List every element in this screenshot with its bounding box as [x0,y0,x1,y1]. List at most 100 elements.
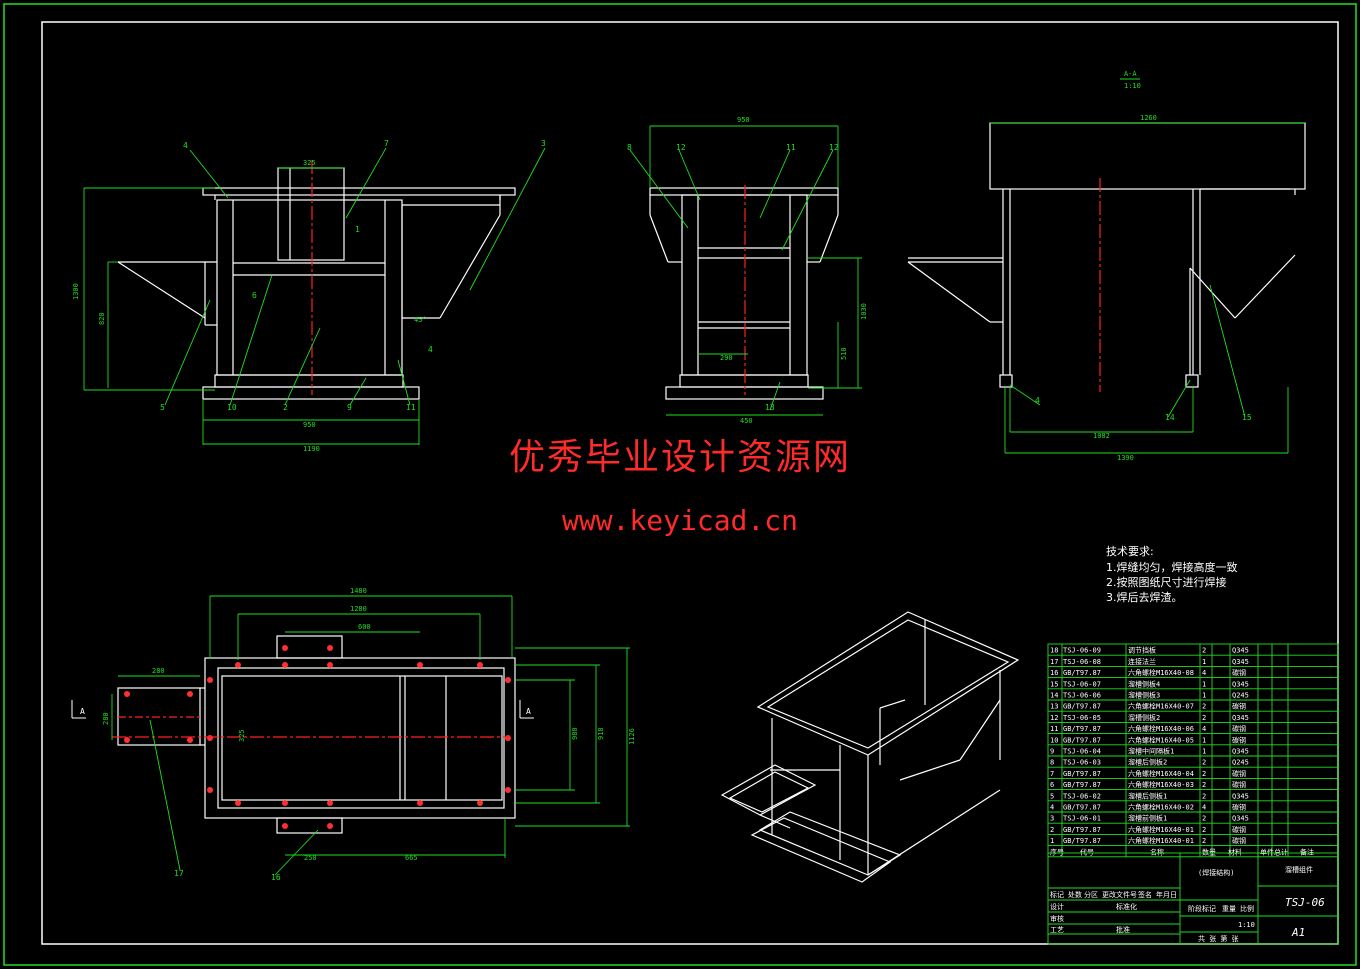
title-zone: 分区 [1084,890,1098,899]
plan-view [117,635,516,834]
parts-row-1-mat: 碳钢 [1232,836,1246,845]
title-drawing-no: TSJ-06 [1285,896,1325,909]
plan-dim-mid: 600 [358,623,371,631]
plan-dim-bottom-left: 250 [304,854,317,862]
parts-row-16-name: 六角螺栓M16X40-08 [1128,668,1194,677]
title-pages: 共 张 第 张 [1198,934,1239,943]
balloon-front-balloons-6: 9 [347,403,352,412]
plan-dim-h4: 325 [238,729,246,742]
parts-row-12-name: 溜槽侧板2 [1128,713,1160,722]
parts-row-10-mat: 碳钢 [1232,735,1246,744]
parts-row-7-code: GB/T97.87 [1063,770,1101,778]
parts-row-18-code: TSJ-06-09 [1063,647,1101,655]
title-count: 处数 [1068,890,1082,899]
title-weight: 重量 [1222,905,1236,913]
parts-row-15-no: 15 [1050,680,1058,688]
tech-req-item-1: 1.焊缝均匀，焊接高度一致 [1106,561,1238,574]
parts-row-8-mat: Q245 [1232,759,1249,767]
balloon-side-balloons-4: 13 [765,403,775,412]
parts-row-10-no: 10 [1050,736,1058,744]
parts-row-16-qty: 4 [1202,669,1206,677]
parts-row-14-qty: 1 [1202,692,1206,700]
section-dim-top: 1260 [1140,114,1157,122]
parts-row-15-name: 溜槽侧板4 [1128,679,1160,688]
parts-header-qty: 数量 [1202,847,1216,856]
parts-row-4-code: GB/T97.87 [1063,804,1101,812]
balloon-plan-balloons-1: 16 [271,873,281,882]
balloon-front-balloons-0: 4 [183,141,188,150]
section-name: A-A [1124,70,1137,78]
balloon-front-balloons-2: 3 [541,139,546,148]
side-dim-inner: 290 [720,354,733,362]
parts-row-6-code: GB/T97.87 [1063,781,1101,789]
parts-row-14-mat: Q245 [1232,692,1249,700]
title-block [1047,852,1339,945]
section-mark-left: A [80,707,85,716]
parts-row-13-name: 六角螺栓M16X40-07 [1128,702,1194,711]
parts-row-11-name: 六角螺栓M16X40-06 [1128,724,1194,733]
title-approve: 批准 [1116,925,1130,934]
parts-row-13-mat: 碳钢 [1232,702,1246,711]
parts-row-16-mat: 碳钢 [1232,668,1246,677]
parts-header-w2: 总计 [1274,847,1288,856]
parts-row-3-mat: Q345 [1232,815,1249,823]
parts-row-8-code: TSJ-06-03 [1063,759,1101,767]
plan-dim-h1: 980 [571,727,579,740]
parts-row-13-qty: 2 [1202,703,1206,711]
section-dim-bottom: 1390 [1117,454,1134,462]
side-dims [629,125,862,416]
balloon-front-balloons-1: 7 [384,139,389,148]
section-view [907,122,1306,388]
parts-row-2-code: GB/T97.87 [1063,826,1101,834]
parts-row-2-no: 2 [1050,826,1054,834]
parts-header-note: 备注 [1300,847,1314,856]
section-label: A-A 1:10 [1120,70,1141,90]
parts-row-18-qty: 2 [1202,647,1206,655]
parts-header-mat: 材料 [1228,847,1242,856]
title-change: 更改文件号 [1102,890,1137,899]
title-design: 设计 [1050,902,1064,911]
balloon-section-balloons-1: 14 [1165,413,1175,422]
section-dim-text: 1260 1082 1390 [1093,114,1157,462]
plan-dim-h2: 918 [597,727,605,740]
title-block-text: (焊接结构) 溜槽组件 TSJ-06 A1 阶段标记 重量 比例 1:10 共 … [1050,865,1325,943]
balloon-front-balloons-8: 1 [355,225,360,234]
parts-row-7-mat: 碳钢 [1232,769,1246,778]
plan-dim-flange: 280 [152,667,165,675]
parts-row-18-name: 调节挡板 [1128,646,1156,655]
plan-section-text: A A [80,707,531,716]
dim-overall: 1190 [303,445,320,453]
parts-row-9-name: 溜槽中间隔板1 [1128,747,1174,756]
section-mark-right: A [526,707,531,716]
balloon-side-balloons-1: 12 [676,143,686,152]
parts-row-2-qty: 2 [1202,826,1206,834]
title-mark: 标记 [1050,890,1064,899]
parts-row-6-name: 六角螺栓M16X40-03 [1128,780,1194,789]
balloon-side-balloons-0: 8 [627,143,632,152]
parts-header-name: 名称 [1150,847,1164,856]
plan-dim-outer: 1480 [350,587,367,595]
tech-req-heading: 技术要求: [1106,545,1154,558]
plan-dim-bottom-right: 665 [405,854,418,862]
plan-dim-text: 1480 1280 600 280 665 250 280 980 918 11… [102,587,636,862]
parts-row-1-name: 六角螺栓M16X40-01 [1128,836,1194,845]
section-dims [990,122,1305,454]
tech-req-item-2: 2.按照图纸尺寸进行焊接 [1106,576,1227,589]
title-sign: 签名 [1138,890,1152,899]
parts-row-5-name: 溜槽后侧板1 [1128,791,1167,800]
plan-section-marks [71,700,534,719]
parts-row-3-no: 3 [1050,815,1054,823]
side-dim-lower: 510 [840,347,848,360]
balloon-front-balloons-9: 6 [252,291,257,300]
parts-row-14-code: TSJ-06-06 [1063,692,1101,700]
parts-row-5-qty: 2 [1202,792,1206,800]
parts-row-17-no: 17 [1050,658,1058,666]
watermark-url: www.keyicad.cn [561,504,798,537]
parts-row-15-qty: 1 [1202,680,1206,688]
parts-row-3-name: 溜槽前侧板1 [1128,814,1167,823]
parts-row-4-no: 4 [1050,804,1054,812]
title-scale: 1:10 [1238,921,1255,929]
balloon-side-balloons-2: 11 [786,143,796,152]
